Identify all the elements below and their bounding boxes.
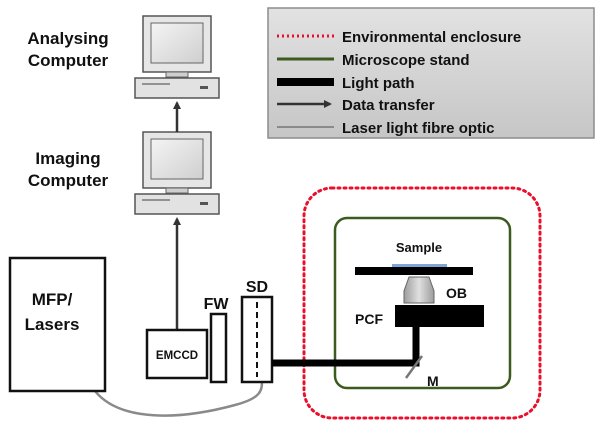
sample-stage bbox=[355, 267, 473, 275]
fw-box bbox=[209, 312, 228, 384]
emccd-label: EMCCD bbox=[156, 350, 198, 362]
mfp-lasers-box bbox=[8, 256, 107, 393]
legend-label-enclosure: Environmental enclosure bbox=[342, 29, 521, 46]
analysing-computer-icon bbox=[134, 15, 220, 99]
sd-box bbox=[240, 295, 274, 384]
m-label: M bbox=[427, 373, 439, 389]
analysing-computer-label-line2: Computer bbox=[28, 51, 109, 70]
ob-label: OB bbox=[446, 285, 467, 301]
mirror: M bbox=[404, 355, 439, 389]
imaging-computer-label-line1: Imaging bbox=[35, 149, 100, 168]
emccd-box bbox=[145, 328, 209, 380]
power-led bbox=[200, 86, 208, 89]
pcf-block bbox=[395, 305, 484, 327]
monitor-screen bbox=[150, 138, 204, 180]
laser-fibre-optic bbox=[94, 379, 264, 417]
light-path bbox=[272, 325, 420, 367]
microscope-stand bbox=[333, 216, 512, 390]
computer-base bbox=[134, 193, 220, 215]
analysing-computer-label-line1: Analysing bbox=[27, 29, 108, 48]
objective-lens bbox=[403, 276, 435, 304]
sample-slide bbox=[392, 264, 447, 267]
imaging-computer: Imaging Computer bbox=[28, 131, 220, 215]
legend: Environmental enclosure Microscope stand… bbox=[267, 7, 595, 139]
legend-label-fibre: Laser light fibre optic bbox=[342, 120, 495, 137]
monitor-stand bbox=[165, 187, 189, 194]
spinning-disk: SD bbox=[240, 279, 274, 384]
monitor-screen bbox=[150, 22, 204, 64]
filter-wheel: FW bbox=[204, 296, 230, 384]
legend-label-light-path: Light path bbox=[342, 75, 414, 92]
mirror-line bbox=[404, 355, 424, 379]
emccd: EMCCD bbox=[145, 328, 209, 380]
sample-label: Sample bbox=[396, 240, 442, 255]
power-led bbox=[200, 202, 208, 205]
mfp-lasers-label-line2: Lasers bbox=[25, 315, 80, 334]
imaging-computer-icon bbox=[134, 131, 220, 215]
mfp-lasers: MFP/ Lasers bbox=[8, 256, 107, 393]
environmental-enclosure bbox=[302, 186, 542, 420]
mfp-lasers-label-line1: MFP/ bbox=[32, 290, 73, 309]
imaging-computer-label-line2: Computer bbox=[28, 171, 109, 190]
sd-label: SD bbox=[246, 279, 268, 296]
microscope-internals: Sample OB PCF bbox=[355, 240, 484, 327]
pcf-label: PCF bbox=[355, 311, 383, 327]
analysing-computer: Analysing Computer bbox=[27, 15, 220, 99]
fw-label: FW bbox=[204, 296, 230, 313]
legend-box bbox=[267, 7, 595, 139]
monitor-stand bbox=[165, 71, 189, 78]
computer-base bbox=[134, 77, 220, 99]
legend-label-data-transfer: Data transfer bbox=[342, 97, 435, 114]
legend-label-stand: Microscope stand bbox=[342, 52, 470, 69]
